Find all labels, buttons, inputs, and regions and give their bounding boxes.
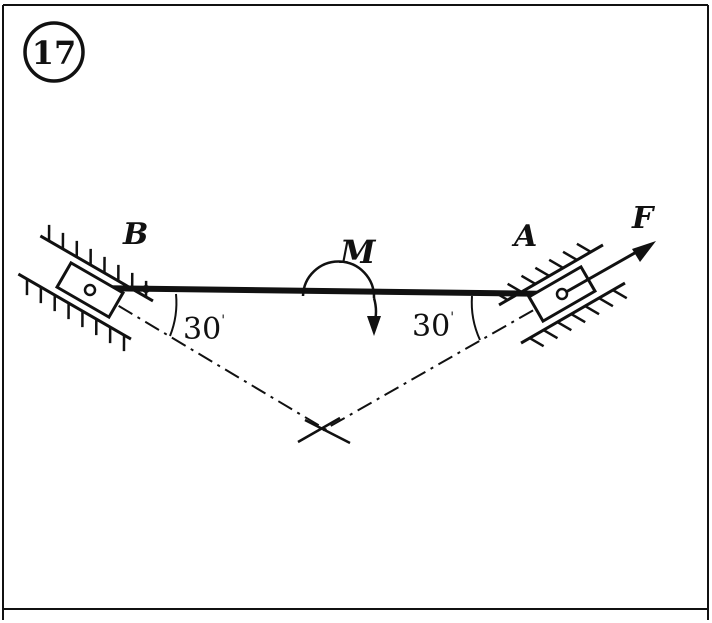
angle-left: 30' [183, 312, 225, 347]
problem-number: 17 [32, 34, 77, 72]
beam [87, 285, 565, 297]
label-b: B [122, 217, 148, 252]
moment-arc [301, 260, 381, 336]
problem-number-badge: 17 [23, 21, 85, 83]
construction-lines [91, 289, 561, 433]
intersection-mark [297, 416, 351, 445]
label-a: A [511, 219, 537, 254]
force-arrow [565, 241, 656, 294]
label-m: M [339, 233, 377, 271]
angle-right: 30' [412, 309, 454, 344]
figure-frame [2, 4, 709, 620]
support-b [17, 224, 154, 352]
support-a [493, 242, 628, 348]
label-f: F [631, 201, 656, 236]
angle-arcs [169, 293, 481, 341]
